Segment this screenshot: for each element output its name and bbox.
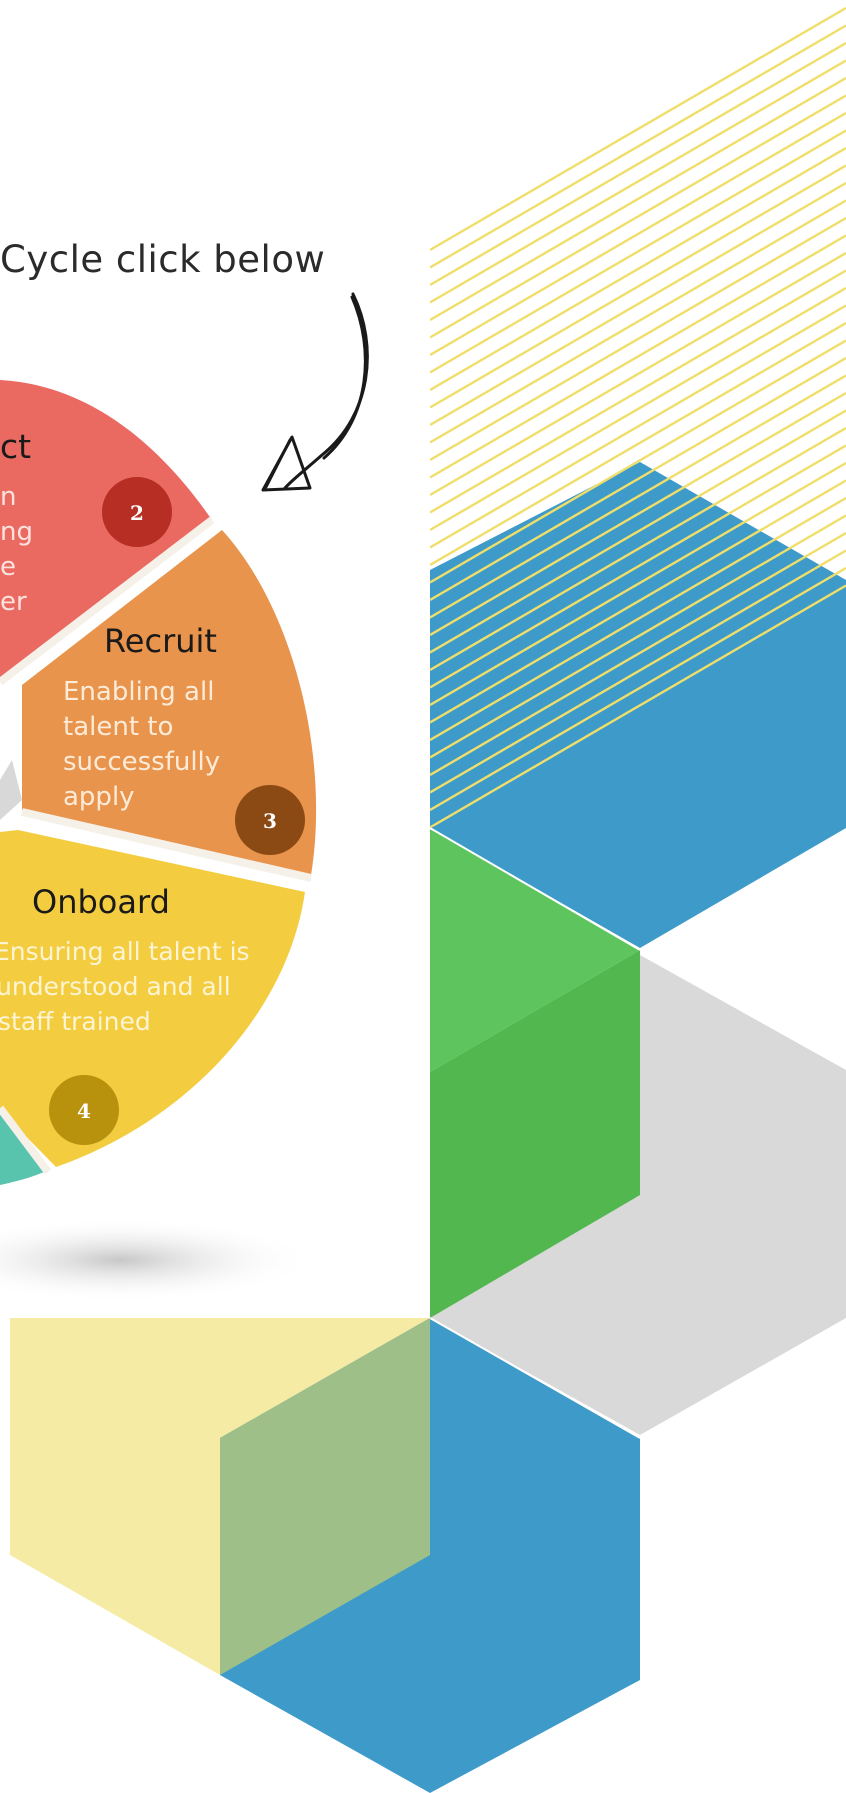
stripe-line [430,24,846,269]
overlap-panel [220,1318,430,1675]
stripe-line [430,584,846,828]
recruit-line-4: apply [63,782,135,812]
recruit-line-1: Enabling all [63,677,214,707]
segment-centre [0,760,22,820]
stripe-line [430,234,846,479]
stripe-line [430,531,846,777]
stripe-line [430,6,846,252]
diagonal-stripes [430,6,846,828]
attract-title: ct [0,427,31,466]
stripe-line [430,391,846,637]
green-top-face [430,828,640,1072]
badge-4-number: 4 [77,1099,91,1123]
stripe-line [430,76,846,322]
stripe-line [430,286,846,532]
badge-3-number: 3 [263,809,277,833]
stripe-line [430,461,846,707]
stripe-line [430,496,846,742]
recruit-line-3: successfully [63,747,220,777]
blue-top-panel [430,462,846,948]
badge-2-number: 2 [130,501,144,525]
stripe-line [430,111,846,357]
talent-cycle-wheel: 2 3 4 ct n ng e er Recruit Enabling all … [0,380,317,1185]
stripe-line [430,409,846,654]
onboard-line-3: staff trained [0,1007,151,1036]
stripe-line [430,269,846,514]
onboard-title: Onboard [32,883,170,921]
stripe-line [430,514,846,759]
stripe-line [430,216,846,462]
cycle-caption: Cycle click below [0,238,326,281]
divider-1 [0,516,215,686]
stripe-line [430,356,846,602]
hand-drawn-arrow-icon [261,292,369,492]
stripe-line [430,374,846,619]
hex-decoration [10,6,846,1793]
green-right-face [430,950,640,1318]
stripe-line [430,146,846,392]
stripe-line [430,251,846,497]
edge-line-2 [429,1317,641,1439]
stripe-line [430,129,846,374]
divider-3 [0,1105,52,1175]
attract-line-2: ng [0,517,33,547]
onboard-line-2: understood and all [0,972,231,1001]
stripe-line [430,479,846,724]
stripe-line [430,321,846,567]
stripe-line [430,59,846,304]
stripe-line [430,549,846,794]
stripe-line [430,94,846,339]
badge-3 [235,785,305,855]
segment-recruit[interactable] [22,530,317,875]
stripe-line [430,164,846,409]
stripe-line [430,41,846,287]
badge-4 [49,1075,119,1145]
stripe-line [430,339,846,584]
stripe-line [430,426,846,672]
recruit-title: Recruit [104,622,217,660]
badge-2 [102,477,172,547]
stripe-line [430,181,846,427]
segment-attract[interactable] [0,380,212,682]
attract-line-4: er [0,587,27,617]
attract-line-3: e [0,552,16,582]
stripe-line [430,444,846,689]
onboard-line-1: Ensuring all talent is [0,937,250,966]
wheel-shadow [0,1218,315,1302]
recruit-line-2: talent to [63,712,173,742]
divider-2 [21,808,312,882]
edge-line-1 [429,827,641,951]
stripe-line [430,199,846,444]
stripe-line [430,304,846,549]
attract-line-1: n [0,482,16,512]
stripe-line [430,566,846,812]
